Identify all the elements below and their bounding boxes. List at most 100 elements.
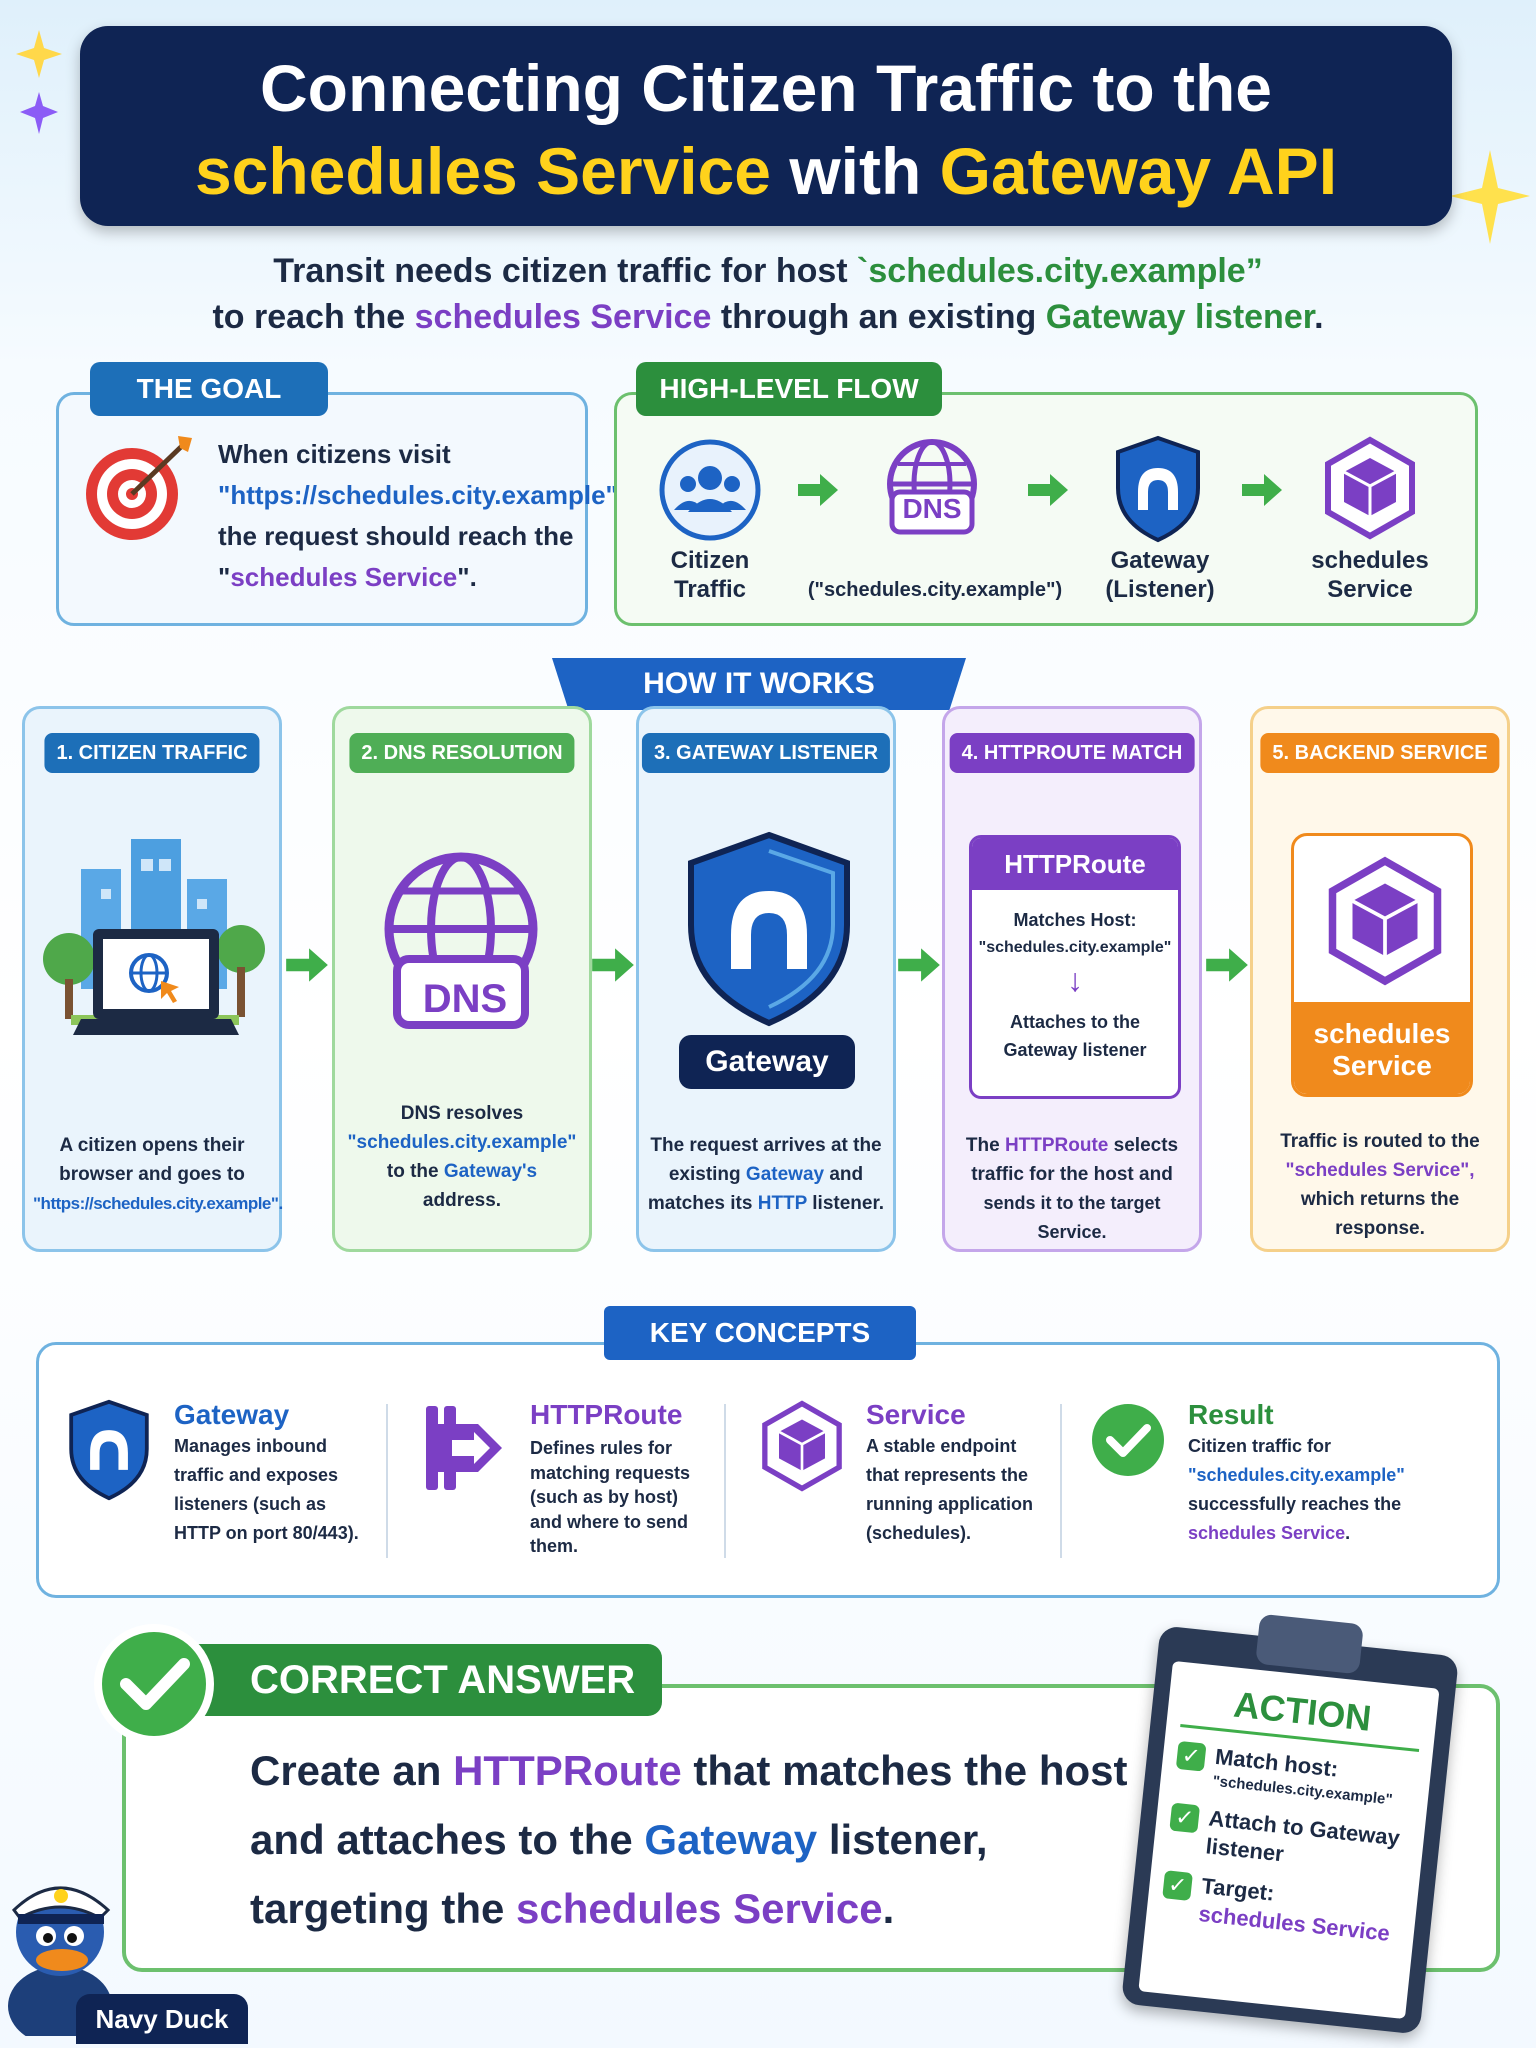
step-3-listener: listener. <box>806 1193 885 1214</box>
concept-result-period: . <box>1345 1523 1351 1543</box>
action-item-2: ✓ Attach to Gateway listener <box>1167 1801 1412 1882</box>
checkbox-checked-icon: ✓ <box>1175 1740 1207 1772</box>
how-it-works-banner: HOW IT WORKS <box>552 658 966 710</box>
answer-httproute: HTTPRoute <box>453 1747 682 1794</box>
concept-gateway-title: Gateway <box>174 1399 290 1430</box>
concept-httproute-l4: and where to send <box>530 1511 689 1532</box>
concept-httproute-l2: matching requests <box>530 1462 691 1483</box>
concept-gateway-l2: traffic and exposes <box>174 1465 339 1485</box>
goal-text: When citizens visit "https://schedules.c… <box>218 434 618 598</box>
flow-citizen-l1: Citizen <box>670 547 750 574</box>
concept-divider <box>386 1404 388 1558</box>
concept-httproute-l1: Defines rules for <box>530 1438 673 1458</box>
service-card-l1: schedules <box>1313 1018 1451 1049</box>
concept-result-l3: successfully reaches the <box>1188 1494 1402 1514</box>
concept-result-body: Citizen traffic for "schedules.city.exam… <box>1188 1432 1428 1548</box>
step-1-url: "https://schedules.city.example". <box>33 1194 283 1213</box>
step-dns-resolution: 2. DNS RESOLUTION DNS DNS resolves "sche… <box>332 706 592 1252</box>
goal-line-3: the request should reach the <box>218 521 574 551</box>
cube-icon <box>1328 856 1442 986</box>
httproute-gateway-listener: Gateway listener <box>1003 1040 1147 1060</box>
httproute-attaches: Attaches to the <box>1009 1012 1141 1032</box>
mascot-label: Navy Duck <box>76 1994 248 2044</box>
flow-tab: HIGH-LEVEL FLOW <box>636 362 942 416</box>
step-3-gateway-label: Gateway <box>679 1035 855 1089</box>
check-circle-icon <box>94 1624 214 1744</box>
goal-service: schedules Service <box>230 562 458 592</box>
intro-e: through an existing <box>711 298 1046 336</box>
checkbox-checked-icon: ✓ <box>1162 1870 1193 1901</box>
step-5-desc: Traffic is routed to the "schedules Serv… <box>1261 1127 1499 1243</box>
answer-text: Create an HTTPRoute that matches the hos… <box>250 1736 1150 1943</box>
service-card-l2: Service <box>1332 1050 1432 1081</box>
answer-b1: and attaches to the <box>250 1816 645 1863</box>
step-4-tab: 4. HTTPROUTE MATCH <box>949 733 1195 773</box>
goal-quote-close: ". <box>457 562 477 592</box>
dns-globe-icon <box>384 852 538 1029</box>
step-3-existing: existing <box>668 1164 746 1185</box>
service-card: schedules Service <box>1291 833 1473 1097</box>
concept-gateway-l3: listeners (such as <box>174 1494 327 1514</box>
concept-result-l1: Citizen traffic for <box>1188 1436 1332 1456</box>
clipboard-paper: ACTION ✓ Match host: "schedules.city.exa… <box>1138 1660 1440 2020</box>
title-gateway-api: Gateway API <box>939 134 1338 208</box>
step-5-service: "schedules Service", <box>1285 1160 1475 1181</box>
arrow-right-icon <box>1028 474 1068 506</box>
flow-service-l1: schedules <box>1311 547 1429 574</box>
step-3-and: and <box>824 1164 864 1185</box>
step-1-desc: A citizen opens their browser and goes t… <box>33 1131 283 1218</box>
step-2-tab: 2. DNS RESOLUTION <box>349 733 575 773</box>
sparkle-icon <box>1450 150 1530 244</box>
city-laptop-icon <box>43 839 265 1035</box>
correct-answer-tab: CORRECT ANSWER <box>196 1644 662 1716</box>
sparkle-icon <box>16 30 62 134</box>
step-3-line-1: The request arrives at the <box>650 1135 882 1156</box>
goal-line-1: When citizens visit <box>218 439 451 469</box>
concept-gateway-l1: Manages inbound <box>174 1436 327 1456</box>
step-1-tab: 1. CITIZEN TRAFFIC <box>44 733 260 773</box>
step-4-line-2: traffic for the host and <box>971 1164 1173 1185</box>
step-2-to-the: to the <box>386 1161 444 1182</box>
step-gateway-listener: 3. GATEWAY LISTENER Gateway The request … <box>636 706 896 1252</box>
flow-gateway-label: Gateway(Listener) <box>1090 546 1230 604</box>
step-2-gateway: Gateway's <box>443 1161 538 1182</box>
dns-globe-icon <box>887 439 977 535</box>
step-4-line-3: sends it to the target Service. <box>983 1193 1161 1242</box>
goal-tab: THE GOAL <box>90 362 328 416</box>
step-5-line-3: which returns the <box>1300 1189 1460 1210</box>
title-banner: Connecting Citizen Traffic to the schedu… <box>80 26 1452 226</box>
intro-c: to reach the <box>212 298 415 336</box>
step-backend-service: 5. BACKEND SERVICE schedules Service Tra… <box>1250 706 1510 1252</box>
step-3-gateway: Gateway <box>745 1164 825 1185</box>
step-4-httproute: HTTPRoute <box>1004 1135 1109 1156</box>
concept-service-l2: that represents the <box>866 1465 1029 1485</box>
concept-result: Result Citizen traffic for "schedules.ci… <box>1188 1398 1428 1548</box>
target-icon <box>86 436 192 540</box>
step-1-line-1: A citizen opens their <box>59 1135 245 1156</box>
intro-service: schedules Service <box>414 298 712 336</box>
concept-result-service: schedules Service <box>1188 1523 1346 1543</box>
step-3-tab: 3. GATEWAY LISTENER <box>641 733 891 773</box>
concept-gateway: Gateway Manages inbound traffic and expos… <box>174 1398 374 1548</box>
arrow-right-icon <box>798 474 838 506</box>
step-1-line-2: browser and goes to <box>59 1164 245 1185</box>
flow-gateway-l1: Gateway <box>1110 547 1210 574</box>
concept-gateway-body: Manages inbound traffic and exposes listen… <box>174 1432 374 1548</box>
concept-service-l1: A stable endpoint <box>866 1436 1017 1456</box>
httproute-matches-host: Matches Host: <box>1013 910 1137 930</box>
flow-service-l2: Service <box>1327 576 1413 603</box>
step-4-the: The <box>965 1135 1005 1156</box>
answer-a1: Create an <box>250 1747 454 1794</box>
step-3-matches: matches its <box>647 1193 758 1214</box>
flow-citizen-l2: Traffic <box>673 576 747 603</box>
answer-a3: that matches the host <box>681 1747 1128 1794</box>
step-citizen-traffic: 1. CITIZEN TRAFFIC A citizen opens their… <box>22 706 283 1252</box>
step-4-desc: The HTTPRoute selects traffic for the ho… <box>953 1131 1191 1247</box>
step-5-line-4: response. <box>1335 1218 1425 1239</box>
cube-icon <box>1325 436 1415 540</box>
cube-icon <box>762 1400 842 1492</box>
